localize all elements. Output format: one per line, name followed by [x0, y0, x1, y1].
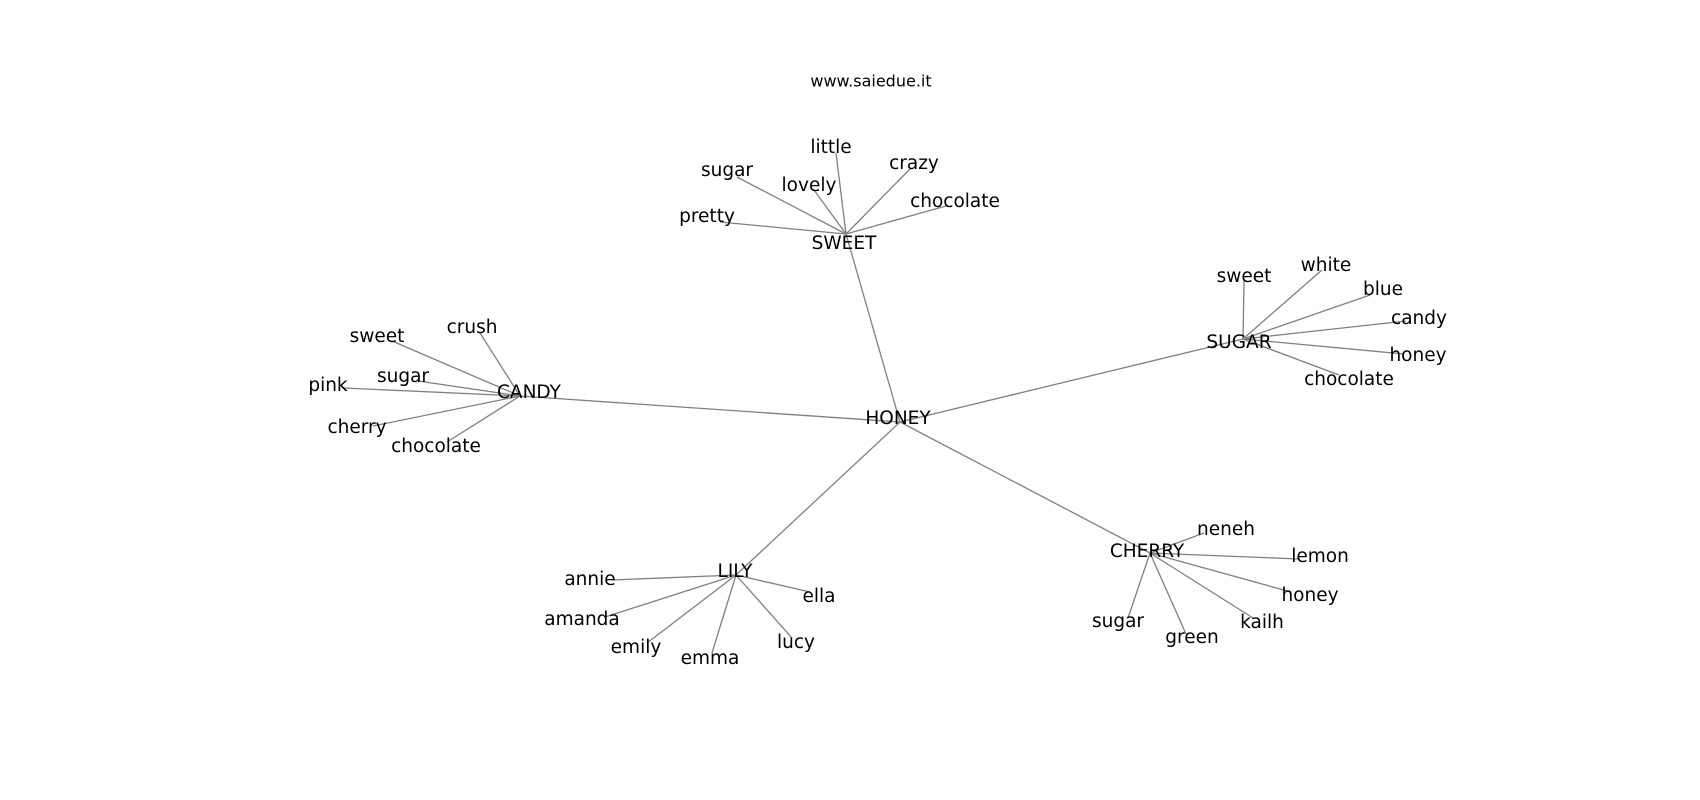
leaf-node-sweet-pretty: pretty	[679, 206, 735, 227]
edge-sweet-pretty	[719, 221, 847, 235]
edge-candy-sweet	[391, 340, 521, 397]
edge-lily-emma	[711, 574, 737, 654]
edge-lily-lucy	[735, 574, 793, 639]
leaf-node-cherry-sugar: sugar	[1092, 611, 1144, 632]
leaf-node-candy-chocolate: chocolate	[391, 436, 481, 457]
edge-sweet-chocolate	[845, 205, 947, 235]
edge-lily-emily	[646, 574, 737, 644]
leaf-node-sweet-lovely: lovely	[782, 175, 837, 196]
branch-node-candy: CANDY	[497, 382, 562, 403]
edge-root-sugar	[899, 338, 1244, 423]
root-node-label: HONEY	[865, 408, 931, 429]
edge-root-candy	[519, 395, 901, 423]
label-layer: HONEY SWEET little crazy sugar lovely chocolat…	[308, 137, 1447, 669]
edge-root-lily	[735, 421, 901, 576]
edge-candy-cherry	[372, 395, 521, 427]
edge-cherry-sugar	[1127, 552, 1151, 619]
edge-candy-chocolate	[446, 395, 521, 443]
branch-node-sugar: SUGAR	[1206, 332, 1271, 353]
leaf-node-cherry-honey: honey	[1281, 585, 1338, 606]
branch-node-cherry: CHERRY	[1110, 541, 1185, 562]
edge-sugar-white	[1242, 269, 1323, 340]
edge-sweet-little	[835, 152, 847, 235]
leaf-node-sweet-sugar: sugar	[701, 160, 753, 181]
edge-candy-crush	[479, 332, 521, 397]
edge-cherry-lemon	[1149, 552, 1300, 560]
edge-sugar-honey	[1242, 338, 1405, 355]
leaf-node-cherry-neneh: neneh	[1197, 519, 1255, 540]
edge-cherry-green	[1149, 552, 1187, 635]
edge-cherry-kailh	[1149, 552, 1254, 619]
edge-root-sweet	[845, 233, 901, 423]
edge-sweet-crazy	[845, 168, 911, 235]
edge-sugar-candy	[1242, 320, 1407, 340]
edge-cherry-neneh	[1149, 532, 1205, 554]
edge-sweet-lovely	[813, 189, 847, 235]
leaf-node-candy-crush: crush	[447, 317, 498, 338]
leaf-node-sweet-little: little	[810, 137, 851, 158]
leaf-node-cherry-green: green	[1165, 627, 1218, 648]
leaf-node-lily-emily: emily	[611, 637, 662, 658]
leaf-node-sugar-honey: honey	[1389, 345, 1446, 366]
edge-sugar-chocolate	[1242, 338, 1340, 376]
leaf-node-sugar-white: white	[1301, 255, 1352, 276]
leaf-node-lily-emma: emma	[681, 648, 740, 669]
edge-root-cherry	[899, 421, 1151, 554]
edge-lily-annie	[611, 574, 737, 581]
leaf-node-cherry-lemon: lemon	[1291, 546, 1349, 567]
leaf-node-sugar-sweet: sweet	[1217, 266, 1272, 287]
edge-candy-pink	[343, 387, 521, 397]
leaf-node-sugar-blue: blue	[1363, 279, 1403, 300]
leaf-node-sugar-chocolate: chocolate	[1304, 369, 1394, 390]
leaf-node-lily-amanda: amanda	[544, 609, 620, 630]
edge-sugar-sweet	[1242, 279, 1245, 340]
leaf-node-sugar-candy: candy	[1391, 308, 1447, 329]
edge-lily-ella	[735, 574, 811, 593]
leaf-node-candy-pink: pink	[308, 375, 348, 396]
edge-cherry-honey	[1149, 552, 1292, 593]
leaf-node-sweet-crazy: crazy	[889, 153, 939, 174]
source-title: www.saiedue.it	[810, 72, 931, 91]
leaf-node-sweet-chocolate: chocolate	[910, 191, 1000, 212]
edge-sweet-sugar	[736, 176, 847, 235]
leaf-node-cherry-kailh: kailh	[1240, 612, 1284, 633]
edge-candy-sugar	[417, 380, 521, 397]
branch-node-lily: LILY	[718, 561, 754, 582]
edge-lily-amanda	[604, 574, 737, 618]
leaf-node-lily-lucy: lucy	[777, 632, 815, 653]
leaf-node-lily-ella: ella	[803, 586, 836, 607]
branch-node-sweet: SWEET	[812, 233, 877, 254]
leaf-node-candy-cherry: cherry	[327, 417, 386, 438]
leaf-node-lily-annie: annie	[564, 569, 615, 590]
edge-layer	[343, 152, 1407, 654]
leaf-node-candy-sweet: sweet	[350, 326, 405, 347]
edge-sugar-blue	[1242, 294, 1371, 340]
leaf-node-candy-sugar: sugar	[377, 366, 429, 387]
